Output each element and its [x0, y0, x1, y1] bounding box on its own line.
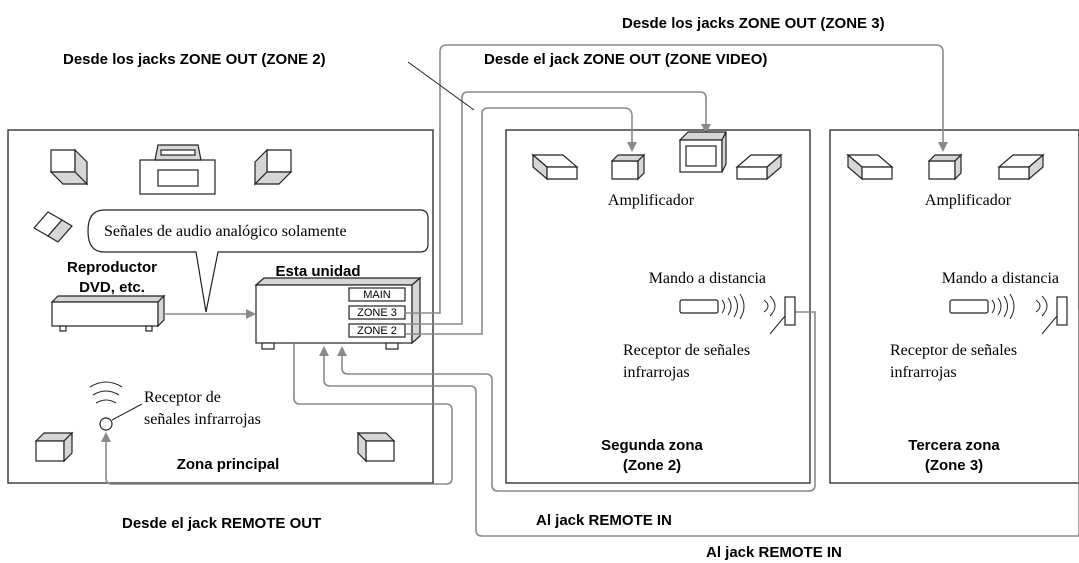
zone3-remote-in-wire: [319, 309, 1079, 537]
zone3-out-label: Desde los jacks ZONE OUT (ZONE 3): [622, 15, 885, 32]
jack-zone2: ZONE 2: [348, 323, 406, 338]
zone2-tv-icon: [678, 131, 727, 173]
zone3-ir-label-line1: Receptor de señales: [890, 342, 1017, 359]
analog-only-label: Señales de audio analógico solamente: [104, 223, 347, 240]
zone3-amplifier-icon: [928, 154, 962, 180]
dvd-label-line1: Reproductor: [67, 259, 157, 276]
zone2-out-label: Desde los jacks ZONE OUT (ZONE 2): [63, 51, 326, 68]
zone3-title-line2: (Zone 3): [925, 457, 983, 474]
zone2-speaker-left: [532, 154, 578, 180]
main-front-right-speaker: [254, 149, 292, 185]
remote-in-label-1: Al jack REMOTE IN: [536, 512, 672, 529]
main-front-left-speaker: [50, 149, 88, 185]
zone3-remote-label: Mando a distancia: [942, 270, 1059, 287]
remote-out-wire: [101, 343, 453, 485]
zone2-ir-label-line2: infrarrojas: [623, 364, 690, 381]
zone2-label-leader: [407, 61, 475, 111]
main-subwoofer-icon: [33, 211, 73, 243]
main-ir-label-line1: Receptor de: [144, 389, 221, 406]
svg-text:MAIN: MAIN: [363, 289, 391, 301]
main-ir-receiver-icon: [89, 381, 143, 431]
zone2-speaker-right: [736, 154, 782, 180]
jack-main: MAIN: [348, 287, 406, 302]
main-zone-room: [7, 129, 434, 484]
zone2-ir-receiver-icon: [769, 296, 796, 335]
zone2-title-line2: (Zone 2): [623, 457, 681, 474]
remote-in-label-2: Al jack REMOTE IN: [706, 544, 842, 561]
zone3-ir-label-line2: infrarrojas: [890, 364, 957, 381]
zone3-speaker-left: [847, 154, 893, 180]
jack-zone3: ZONE 3: [348, 305, 406, 320]
zone2-amplifier-icon: [611, 154, 645, 180]
dvd-label-line2: DVD, etc.: [79, 279, 145, 296]
main-tv-monitor: [139, 144, 216, 195]
zone2-ir-label-line1: Receptor de señales: [623, 342, 750, 359]
svg-text:ZONE 3: ZONE 3: [357, 307, 397, 319]
zone2-remote-in-wire: [337, 311, 816, 492]
main-rear-left-speaker: [34, 431, 74, 463]
main-rear-right-speaker: [356, 431, 396, 463]
zone2-remote-label: Mando a distancia: [649, 270, 766, 287]
zone2-amp-label: Amplificador: [608, 192, 695, 209]
main-zone-title: Zona principal: [177, 456, 280, 473]
zone-video-output-wire: [405, 91, 711, 325]
zone3-title-line1: Tercera zona: [908, 437, 1000, 454]
zone2-remote-icon: [679, 293, 776, 320]
zone3-output-wire: [405, 44, 948, 314]
zone-video-out-label: Desde el jack ZONE OUT (ZONE VIDEO): [484, 51, 767, 68]
zone2-title-line1: Segunda zona: [601, 437, 703, 454]
analog-signal-callout: [87, 209, 429, 313]
svg-text:ZONE 2: ZONE 2: [357, 325, 397, 337]
zone2-output-wire: [405, 107, 637, 335]
zone3-speaker-right: [998, 154, 1044, 180]
zone2-room: [505, 129, 811, 484]
remote-out-label: Desde el jack REMOTE OUT: [122, 515, 321, 532]
zone3-amp-label: Amplificador: [925, 192, 1012, 209]
zone3-room: [829, 129, 1079, 484]
main-ir-label-line2: señales infrarrojas: [144, 411, 261, 428]
dvd-player-icon: [50, 294, 166, 332]
zone3-ir-receiver-icon: [1041, 296, 1068, 335]
zone3-remote-icon: [949, 293, 1048, 320]
this-unit-label: Esta unidad: [275, 263, 360, 280]
